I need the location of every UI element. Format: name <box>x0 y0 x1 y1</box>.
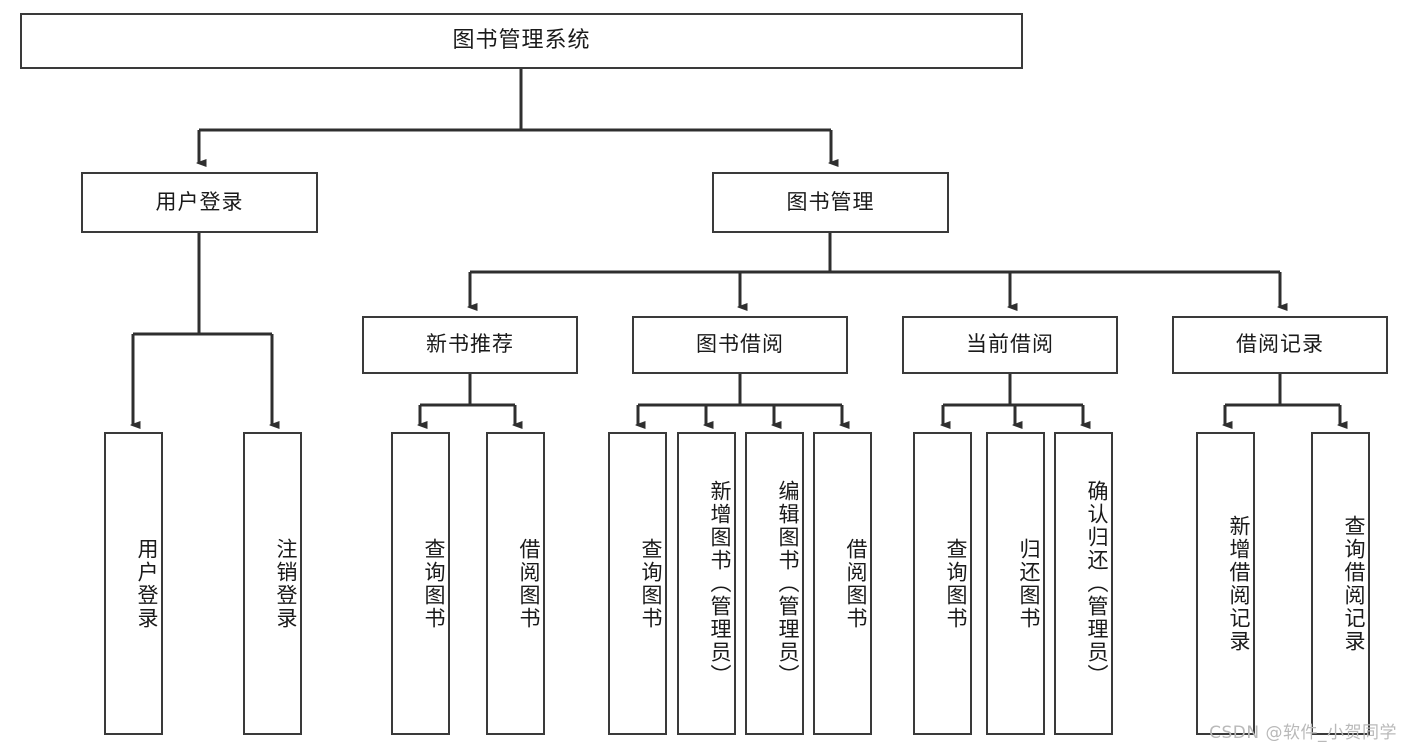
leaf-logout[interactable]: 注销登录 <box>243 432 302 735</box>
leaf-confirm-return-admin[interactable]: 确认归还（管理员） <box>1054 432 1113 735</box>
node-label: 图书借阅 <box>696 332 784 357</box>
node-label: 用户登录 <box>155 189 244 214</box>
node-label: 图书管理 <box>786 189 875 214</box>
node-book-management[interactable]: 图书管理 <box>712 172 949 233</box>
leaf-query-books-recommendation[interactable]: 查询图书 <box>391 432 450 735</box>
leaf-add-book-admin[interactable]: 新增图书（管理员） <box>677 432 736 735</box>
node-root-system[interactable]: 图书管理系统 <box>20 13 1023 69</box>
leaf-query-books-borrowing[interactable]: 查询图书 <box>608 432 667 735</box>
leaf-query-borrow-record[interactable]: 查询借阅记录 <box>1311 432 1370 735</box>
node-label: 当前借阅 <box>966 332 1054 357</box>
node-label: 用户登录 <box>135 537 159 630</box>
leaf-add-borrow-record[interactable]: 新增借阅记录 <box>1196 432 1255 735</box>
node-current-borrowing[interactable]: 当前借阅 <box>902 316 1118 374</box>
node-new-book-recommendation[interactable]: 新书推荐 <box>362 316 578 374</box>
node-book-borrowing[interactable]: 图书借阅 <box>632 316 848 374</box>
leaf-edit-book-admin[interactable]: 编辑图书（管理员） <box>745 432 804 735</box>
node-label: 新增借阅记录 <box>1227 514 1251 653</box>
node-label: 新增图书（管理员） <box>708 480 732 687</box>
node-label: 查询借阅记录 <box>1342 514 1366 653</box>
node-label: 确认归还（管理员） <box>1085 480 1109 687</box>
node-label: 注销登录 <box>274 537 298 630</box>
node-borrow-records[interactable]: 借阅记录 <box>1172 316 1388 374</box>
node-label: 查询图书 <box>639 537 663 630</box>
node-label: 借阅图书 <box>517 537 541 630</box>
leaf-borrow-books-borrowing[interactable]: 借阅图书 <box>813 432 872 735</box>
node-label: 查询图书 <box>422 537 446 630</box>
node-label: 编辑图书（管理员） <box>776 480 800 687</box>
node-label: 借阅图书 <box>844 537 868 630</box>
leaf-query-books-current[interactable]: 查询图书 <box>913 432 972 735</box>
node-label: 图书管理系统 <box>452 27 591 53</box>
node-label: 归还图书 <box>1017 537 1041 630</box>
node-user-login[interactable]: 用户登录 <box>81 172 318 233</box>
leaf-borrow-books-recommendation[interactable]: 借阅图书 <box>486 432 545 735</box>
node-label: 查询图书 <box>944 537 968 630</box>
node-label: 新书推荐 <box>426 332 514 357</box>
leaf-return-books[interactable]: 归还图书 <box>986 432 1045 735</box>
node-label: 借阅记录 <box>1236 332 1324 357</box>
watermark-text: CSDN @软件_小贺同学 <box>1209 723 1397 743</box>
leaf-user-login[interactable]: 用户登录 <box>104 432 163 735</box>
